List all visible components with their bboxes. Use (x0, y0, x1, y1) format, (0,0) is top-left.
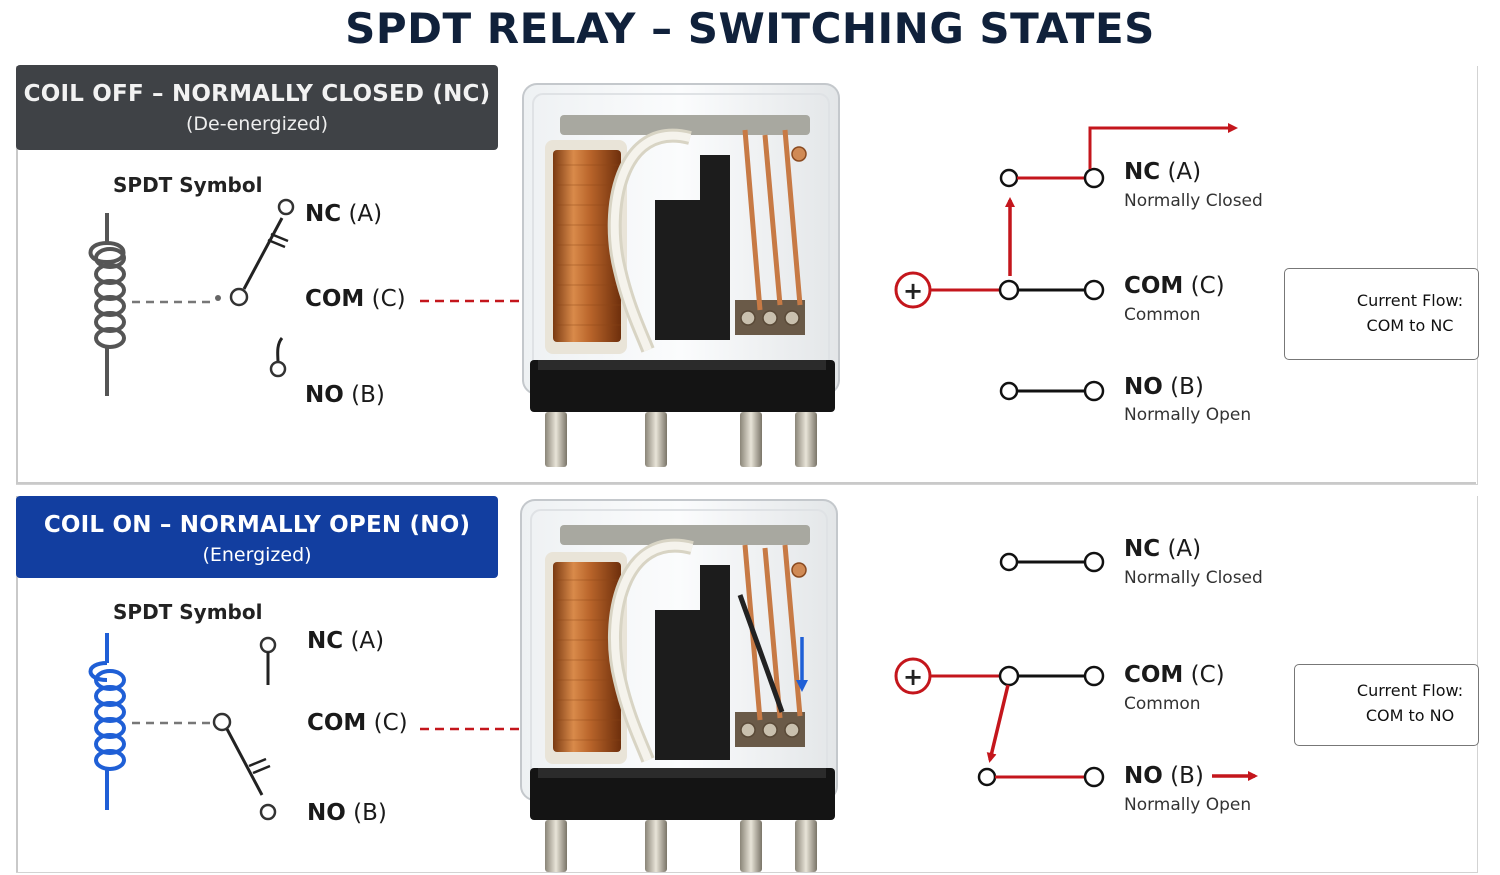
panel-b-left-border (16, 496, 18, 872)
current-flow-line1: Current Flow: (1356, 681, 1464, 700)
relay-image-off (522, 83, 840, 467)
circuit-com-desc-on: Common (1124, 694, 1201, 714)
symbol-com-label-on: COM (C) (307, 710, 408, 736)
circuit-com-label-on: COM (C) (1124, 662, 1225, 688)
symbol-title-off: SPDT Symbol (113, 173, 263, 197)
symbol-nc-label-off: NC (A) (305, 201, 382, 227)
circuit-nc-label-on: NC (A) (1124, 536, 1201, 562)
coil-on-header-subtitle: (Energized) (202, 544, 312, 566)
com-terminal-dot (229, 287, 249, 307)
current-flow-line2: COM to NO (1365, 706, 1455, 725)
nc-name: NC (1124, 536, 1161, 562)
nc-name: NC (1124, 159, 1161, 185)
current-flow-line2: COM to NC (1366, 316, 1454, 335)
current-flow-line1: Current Flow: (1356, 291, 1464, 310)
com-label: COM (307, 710, 367, 736)
no-name: NO (1124, 763, 1163, 789)
circuit-com-desc-off: Common (1124, 305, 1201, 325)
no-label: NO (307, 800, 346, 826)
circuit-nc-desc-on: Normally Closed (1124, 568, 1263, 588)
com-id: (C) (1190, 273, 1225, 299)
com-name: COM (1124, 273, 1184, 299)
circuit-nc-label-off: NC (A) (1124, 159, 1201, 185)
symbol-no-label-off: NO (B) (305, 382, 385, 408)
nc-label: NC (305, 201, 342, 227)
circuit-no-label-on: NO (B) (1124, 763, 1204, 789)
no-id: (B) (1170, 763, 1204, 789)
circuit-no-label-off: NO (B) (1124, 374, 1204, 400)
circuit-off (894, 123, 1348, 402)
coil-on-icon (88, 633, 126, 810)
com-id: (C) (1190, 662, 1225, 688)
circuit-no-desc-off: Normally Open (1124, 405, 1252, 425)
no-label: NO (305, 382, 344, 408)
current-flow-box-off (1284, 268, 1479, 360)
circuit-no-desc-on: Normally Open (1124, 795, 1252, 815)
com-name: COM (1124, 662, 1184, 688)
nc-id: (A) (1167, 536, 1202, 562)
current-flow-box-on (1294, 664, 1479, 746)
circuit-nc-desc-off: Normally Closed (1124, 191, 1263, 211)
no-name: NO (1124, 374, 1163, 400)
symbol-title-on: SPDT Symbol (113, 600, 263, 624)
symbol-no-label-on: NO (B) (307, 800, 387, 826)
panel-divider (16, 482, 1476, 484)
circuit-com-label-off: COM (C) (1124, 273, 1225, 299)
plus-sign-on: + (903, 663, 923, 691)
com-label: COM (305, 286, 365, 312)
relay-image-on (520, 499, 838, 872)
nc-id: (A) (1167, 159, 1202, 185)
panel-a-left-border (16, 66, 18, 484)
nc-id: (A) (350, 628, 385, 654)
no-id: (B) (353, 800, 387, 826)
coil-off-header-title: COIL OFF – NORMALLY CLOSED (NC) (23, 81, 491, 107)
no-id: (B) (1170, 374, 1204, 400)
no-terminal-dot (269, 360, 287, 378)
current-flow-text-off: Current Flow: COM to NC (1350, 288, 1470, 338)
com-id: (C) (371, 286, 406, 312)
coil-on-header-title: COIL ON – NORMALLY OPEN (NO) (43, 512, 471, 538)
no-id: (B) (351, 382, 385, 408)
symbol-com-label-off: COM (C) (305, 286, 406, 312)
nc-label: NC (307, 628, 344, 654)
circuit-on (894, 551, 1346, 788)
com-id: (C) (373, 710, 408, 736)
symbol-nc-label-on: NC (A) (307, 628, 384, 654)
coil-off-header: COIL OFF – NORMALLY CLOSED (NC) (De-ener… (16, 65, 498, 150)
current-flow-text-on: Current Flow: COM to NO (1350, 678, 1470, 728)
page-title: SPDT RELAY – SWITCHING STATES (345, 4, 1155, 53)
coil-off-header-subtitle: (De-energized) (186, 113, 328, 135)
nc-terminal-dot (277, 198, 295, 216)
coil-on-header: COIL ON – NORMALLY OPEN (NO) (Energized) (16, 496, 498, 578)
nc-id: (A) (348, 201, 383, 227)
coil-off-icon (88, 213, 126, 396)
plus-sign-off: + (903, 277, 923, 305)
